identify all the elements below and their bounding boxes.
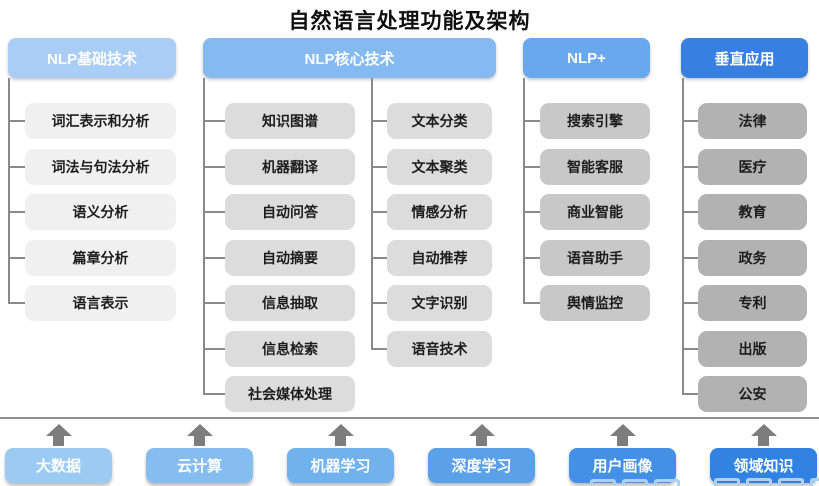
tree-node: 语言表示 [8, 285, 176, 321]
tree-node: 信息检索 [203, 330, 355, 367]
tree-node: 出版 [682, 330, 807, 367]
foundation-box-domain-knowledge: 领域知识 [710, 448, 817, 483]
header-nlp-basics: NLP基础技术 [8, 38, 176, 78]
watermark-glyph [810, 478, 819, 486]
up-arrow-icon [609, 424, 636, 446]
tree-node: 语音助手 [523, 239, 650, 276]
connector-vline-core-right [371, 78, 373, 348]
up-arrow-icon [186, 424, 213, 446]
connector-vline-basics [8, 78, 10, 303]
group-nlp-core-right: 文本分类 文本聚类 情感分析 自动推荐 文字识别 语音技术 [371, 103, 492, 367]
tree-node: 教育 [682, 194, 807, 230]
tree-node: 自动问答 [203, 194, 355, 230]
diagram-title: 自然语言处理功能及架构 [288, 10, 531, 33]
tree-node: 机器翻译 [203, 148, 355, 185]
header-nlp-plus: NLP+ [523, 38, 650, 78]
watermark-glyph [590, 479, 616, 486]
separator-line [0, 417, 819, 419]
tree-node: 文本分类 [371, 103, 492, 139]
header-vertical-apps: 垂直应用 [681, 38, 808, 78]
tree-node: 搜索引擎 [523, 103, 650, 139]
up-arrow-icon [327, 424, 354, 446]
watermark-remnant [714, 478, 819, 486]
foundation-box-big-data: 大数据 [5, 448, 112, 483]
tree-node: 商业智能 [523, 194, 650, 230]
tree-node: 语义分析 [8, 194, 176, 230]
header-nlp-core: NLP核心技术 [203, 38, 496, 78]
tree-node: 舆情监控 [523, 285, 650, 321]
connector-vline-vertical [682, 78, 684, 394]
watermark-remnant [590, 479, 680, 486]
watermark-glyph [654, 479, 680, 486]
group-nlp-basics: 词汇表示和分析 词法与句法分析 语义分析 篇章分析 语言表示 [8, 103, 176, 321]
tree-node: 智能客服 [523, 148, 650, 185]
watermark-glyph [746, 478, 772, 486]
tree-node: 信息抽取 [203, 285, 355, 321]
group-vertical-apps: 法律 医疗 教育 政务 专利 出版 公安 [682, 103, 807, 412]
watermark-glyph [622, 479, 648, 486]
up-arrow-icon [468, 424, 495, 446]
tree-node: 知识图谱 [203, 103, 355, 139]
tree-node: 医疗 [682, 148, 807, 185]
foundation-box-machine-learning: 机器学习 [287, 448, 394, 483]
tree-node: 专利 [682, 285, 807, 321]
tree-node: 自动推荐 [371, 239, 492, 276]
tree-node: 公安 [682, 376, 807, 412]
connector-vline-nlp-plus [523, 78, 525, 303]
tree-node: 篇章分析 [8, 239, 176, 276]
tree-node: 词法与句法分析 [8, 148, 176, 185]
tree-node: 社会媒体处理 [203, 376, 355, 412]
up-arrow-icon [750, 424, 777, 446]
tree-node: 文本聚类 [371, 148, 492, 185]
foundation-box-user-profile: 用户画像 [569, 448, 676, 483]
tree-node: 语音技术 [371, 330, 492, 367]
tree-node: 政务 [682, 239, 807, 276]
foundation-box-cloud: 云计算 [146, 448, 253, 483]
tree-node: 法律 [682, 103, 807, 139]
up-arrow-icon [45, 424, 72, 446]
watermark-glyph [714, 478, 740, 486]
tree-node: 情感分析 [371, 194, 492, 230]
connector-vline-core-left [203, 78, 205, 394]
tree-node: 文字识别 [371, 285, 492, 321]
group-nlp-plus: 搜索引擎 智能客服 商业智能 语音助手 舆情监控 [523, 103, 650, 321]
foundation-box-deep-learning: 深度学习 [428, 448, 535, 483]
tree-node: 自动摘要 [203, 239, 355, 276]
group-nlp-core-left: 知识图谱 机器翻译 自动问答 自动摘要 信息抽取 信息检索 社会媒体处理 [203, 103, 355, 412]
tree-node: 词汇表示和分析 [8, 103, 176, 139]
watermark-glyph [778, 478, 804, 486]
